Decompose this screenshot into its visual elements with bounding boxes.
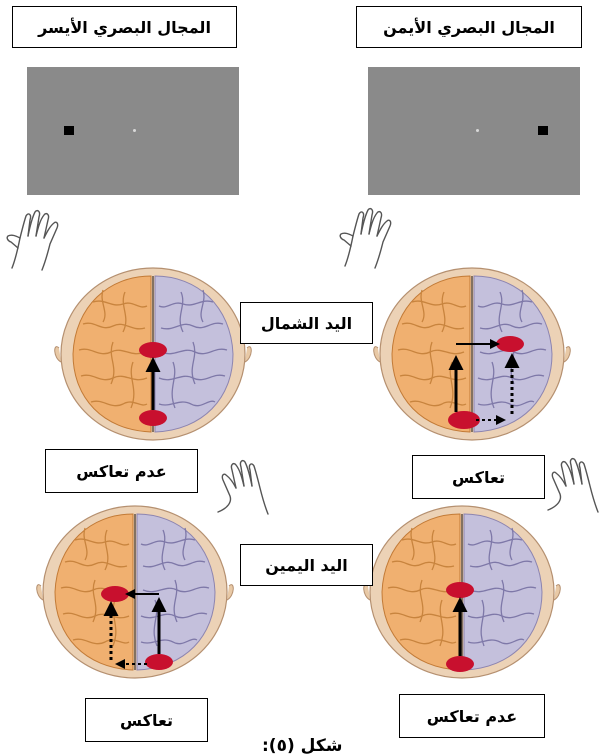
- stimulus-square: [538, 126, 548, 135]
- left-visual-field-screen: [27, 67, 239, 195]
- brain-top-right: [372, 262, 572, 447]
- activation-spot: [139, 410, 167, 426]
- stimulus-square: [64, 126, 74, 135]
- activation-spot: [448, 411, 480, 429]
- left-visual-field-title: المجال البصري الأيسر: [12, 6, 237, 48]
- crossing-label-bottom: تعاكس: [85, 698, 208, 742]
- right-visual-field-title: المجال البصري الأيمن: [356, 6, 582, 48]
- brain-bottom-right: [362, 500, 562, 685]
- activation-spot: [101, 586, 129, 602]
- activation-spot: [139, 342, 167, 358]
- crossing-label-top: تعاكس: [412, 455, 545, 499]
- activation-spot: [145, 654, 173, 670]
- right-visual-field-screen: [368, 67, 580, 195]
- right-hand-label: اليد اليمين: [240, 544, 373, 586]
- brain-top-left: [53, 262, 253, 447]
- brain-bottom-left: [35, 500, 235, 685]
- no-crossing-label-top: عدم تعاكس: [45, 449, 198, 493]
- activation-spot: [446, 656, 474, 672]
- no-crossing-label-bottom: عدم تعاكس: [399, 694, 545, 738]
- activation-spot: [496, 336, 524, 352]
- fixation-point: [476, 129, 479, 132]
- activation-spot: [446, 582, 474, 598]
- left-hand-label: اليد الشمال: [240, 302, 373, 344]
- figure-caption: شكل (٥):: [262, 736, 342, 756]
- fixation-point: [133, 129, 136, 132]
